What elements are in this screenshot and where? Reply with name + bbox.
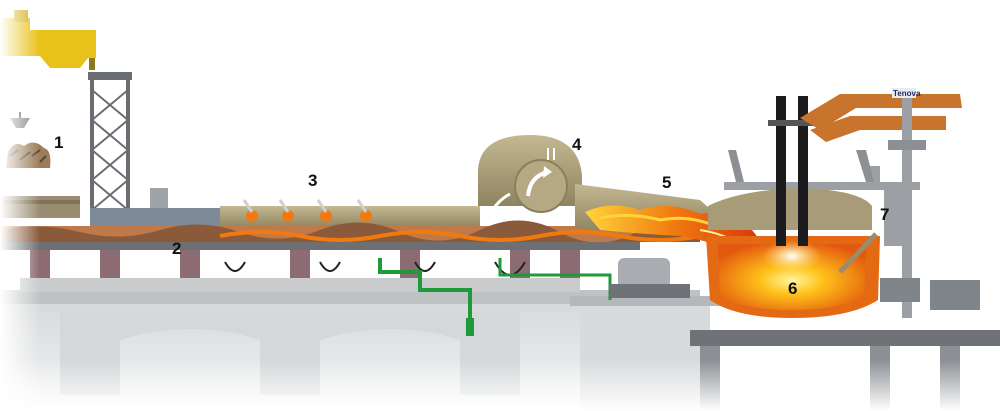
left-fade — [0, 0, 40, 411]
callout-5: 5 — [662, 173, 671, 192]
lattice-tower — [88, 72, 168, 220]
electric-arc-furnace — [706, 96, 920, 318]
cooling-pipes — [224, 258, 612, 336]
conveyor — [0, 199, 701, 336]
callout-7: 7 — [880, 205, 889, 224]
burners — [242, 199, 372, 222]
callout-2: 2 — [172, 239, 181, 258]
support-piers — [20, 250, 580, 292]
callout-6: 6 — [788, 279, 797, 298]
callout-1: 1 — [54, 133, 63, 152]
bottom-fade — [0, 360, 1000, 411]
callouts: 1 2 3 4 5 6 7 — [54, 133, 889, 298]
electrode-mast: Tenova — [800, 88, 980, 318]
callout-4: 4 — [572, 135, 582, 154]
tenova-logo-label: Tenova — [893, 89, 921, 98]
tilting-mechanism — [610, 258, 690, 298]
callout-3: 3 — [308, 171, 317, 190]
